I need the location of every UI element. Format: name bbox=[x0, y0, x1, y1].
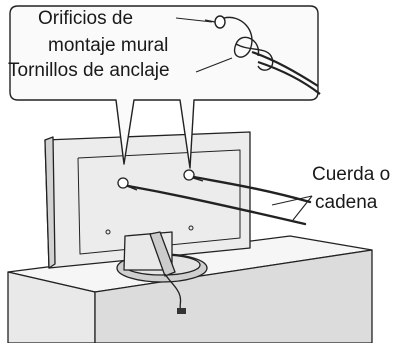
anchor-screws bbox=[117, 169, 204, 191]
cord-pointers bbox=[271, 195, 313, 221]
tv-back bbox=[44, 131, 251, 269]
label-cord-line1: Cuerda o bbox=[312, 164, 391, 185]
power-cable bbox=[164, 273, 183, 313]
tv-stand bbox=[116, 231, 208, 283]
label-mounting-holes-line1: Orificios de bbox=[38, 8, 134, 29]
stand-arm bbox=[149, 231, 176, 277]
anchor-screw-left bbox=[117, 177, 129, 189]
anchor-screw-right bbox=[183, 169, 195, 181]
label-mounting-holes-line2: montaje mural bbox=[48, 35, 169, 56]
detail-screw-and-knot bbox=[204, 15, 321, 95]
leader-screws bbox=[195, 57, 233, 73]
label-anchor-screws: Tornillos de anclaje bbox=[8, 60, 170, 81]
callout-leaders bbox=[175, 17, 233, 73]
cords bbox=[126, 175, 312, 226]
leader-holes bbox=[175, 17, 213, 23]
tv-side-edge bbox=[44, 136, 56, 269]
label-cord-line2: cadena bbox=[315, 192, 378, 213]
tv-back-recess bbox=[77, 149, 241, 255]
